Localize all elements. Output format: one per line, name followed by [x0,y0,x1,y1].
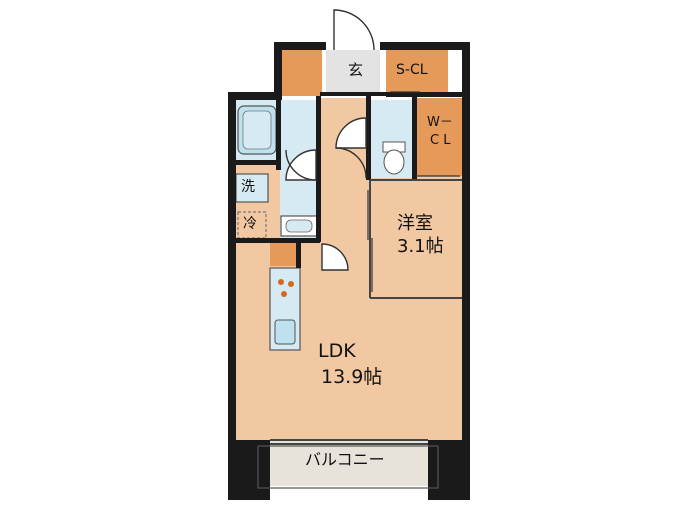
fridge-label: 冷 [243,216,257,232]
column-br [428,440,470,500]
front-door-swing [333,9,375,51]
fixtures [235,105,406,351]
entrance-floor [326,50,380,92]
stove-burner [278,279,284,285]
wall-wash-right [316,96,321,242]
stove-burner [288,281,294,287]
wall-top-right [380,42,470,50]
wall-toilet-left [366,96,371,180]
wall-entry-bottom [320,92,386,96]
walls [228,42,470,500]
wall-storage-bottom [386,92,466,97]
wall-top-s [274,42,282,100]
wall-right [462,42,470,452]
s-cl-storage [386,50,448,94]
wall-bath-right [276,100,281,170]
w-cl-label-line2: C L [430,133,451,148]
western-room-floor [370,178,470,300]
bathtub-inner [242,110,272,150]
washer-label: 洗 [241,179,255,195]
stove-burner [281,291,287,297]
wall-left [228,92,236,452]
wash-door-swing [285,149,317,181]
wall-top-left [228,92,278,100]
wall-kitchen-side [296,242,301,268]
column-bl [228,440,270,500]
wall-toilet-right [412,96,417,180]
partitions [257,179,462,489]
western-room-label: 洋室 [397,213,433,234]
vanity-basin [285,219,313,233]
sliding-doors [367,91,460,292]
wall-bath-bottom [236,160,278,165]
balcony-label: バルコニー [305,450,385,469]
balcony-outline [257,445,439,489]
kitchen-storage [270,242,298,266]
toilet-bowl [383,149,405,175]
bath-door-swing [285,149,317,181]
s-cl-label: S-CL [396,62,428,78]
western-room-size: 3.1帖 [397,236,444,257]
washer-pan [236,174,268,202]
w-cl-storage [416,98,464,176]
entrance-label: 玄 [348,61,364,79]
w-cl-label-line1: W－ [427,115,453,130]
kitchen-sink [274,319,296,345]
wall-top [274,42,326,50]
kitchen-door-swing [321,243,349,271]
wall-wash-bottom [236,238,320,243]
ldk-size: 13.9帖 [321,366,383,388]
shoe-storage [280,50,322,96]
ldk-label: LDK [318,340,356,362]
doors [285,9,375,271]
hall-door-swing [335,147,367,179]
balcony-floor [258,440,438,486]
